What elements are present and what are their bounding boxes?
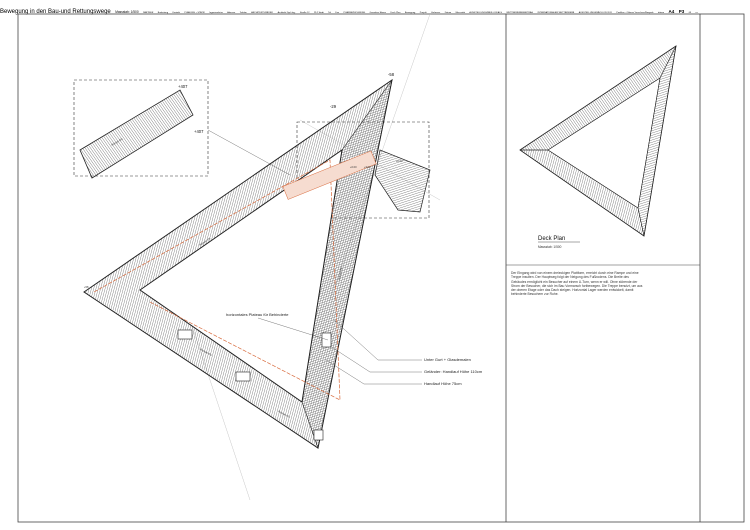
elevation-platform: +0.00 <box>350 165 357 169</box>
ramp-label: Rampe 6% <box>337 266 343 280</box>
ramp-label: Rampe 6% <box>200 347 214 357</box>
legend-item-2: Geländer: Handlauf Höhe 110cm <box>424 369 483 374</box>
outer-border <box>17 13 745 523</box>
movement-plan-title-underline: Massstab: 1/500 <box>115 0 143 17</box>
legend-item-1: Unter Gurt + Glasdemalen <box>424 357 471 362</box>
elevation-upper: -29 <box>330 104 337 109</box>
elevation-platform: +58 <box>84 285 89 289</box>
inset-ramp <box>79 89 194 179</box>
deck-plan: Deck Plan Massstab: 1/500 <box>519 45 677 249</box>
movement-plan-title: Bewegung in den Bau-und Rettungswege <box>0 9 111 15</box>
movement-inner: Bewegung in den Bau-und Rettungswege Mas… <box>0 0 143 17</box>
ramp-entry <box>282 150 377 200</box>
route-line <box>93 159 341 401</box>
elevation-top: -58 <box>388 72 395 77</box>
right-leg-deck <box>301 79 393 450</box>
deck-stairs <box>519 149 645 237</box>
inset-elevation-top: +407 <box>178 84 188 89</box>
inset-ramp-label: Rampe 6% <box>110 136 124 146</box>
legend-leader <box>325 359 422 385</box>
title-block: PARTNER Bauleitung Kontakt PLANUNG + STA… <box>143 9 698 14</box>
bench-icon <box>313 429 324 441</box>
description-text: Der Eingang wird von einem dreieckigen P… <box>511 271 643 297</box>
legend-leader <box>257 317 329 341</box>
inset-detail-box <box>73 79 209 177</box>
deck-plan-title: Deck Plan <box>538 236 565 242</box>
movement-route: Bewegung in den Bau-und Rettungswege Mas… <box>0 0 143 17</box>
movement-plan-scale: Massstab: 1/500 <box>115 10 139 14</box>
legend-item-3: Handlauf Höhe 75cm <box>424 381 462 386</box>
stair-block <box>374 149 431 213</box>
inset-elevation-side: +407 <box>194 129 204 134</box>
movement-outer: Bewegung in den Bau-und Rettungswege Mas… <box>0 0 143 17</box>
legend-leader <box>333 319 422 361</box>
ramp-label: Rampe 6% <box>278 409 292 419</box>
bench-icon <box>321 332 332 348</box>
bench-icon <box>235 371 251 382</box>
elevation-platform: +3.00 <box>364 165 371 169</box>
elevation-platform: +0.00 <box>396 159 403 163</box>
ramp-label: Rampe 6% <box>198 236 211 247</box>
movement-ramp: Bewegung in den Bau-und Rettungswege Mas… <box>0 0 143 17</box>
legend-leader <box>329 345 422 373</box>
deck-stairs <box>519 45 677 151</box>
deck-plan-scale: Massstab: 1/500 <box>538 245 562 249</box>
movement-plan: Bewegung in den Bau-und Rettungswege Mas… <box>0 0 143 17</box>
legend-plateau: horizontales Plateau für Behinderte <box>226 312 289 317</box>
bench-icon <box>177 329 193 340</box>
main-plan: +407 +407 Rampe 6% Rampe 6% Rampe 6% Ram… <box>73 72 483 450</box>
